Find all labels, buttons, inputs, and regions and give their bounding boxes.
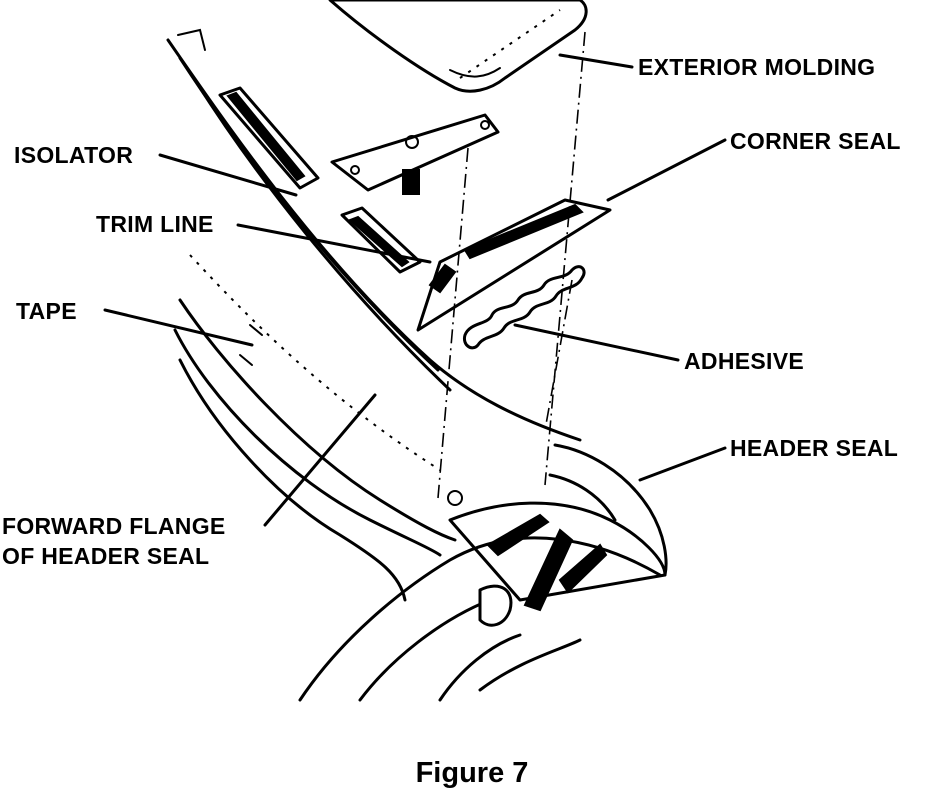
- label-tape: TAPE: [16, 298, 77, 324]
- alignment-lines: [437, 31, 586, 499]
- label-header-seal: HEADER SEAL: [730, 435, 899, 461]
- leader-isolator: [158, 153, 298, 197]
- exterior-molding-part: [328, 0, 588, 93]
- leader-header-seal: [638, 446, 727, 482]
- figure-caption: Figure 7: [415, 757, 529, 789]
- leader-arrows: [103, 53, 727, 527]
- leader-tape: [103, 308, 254, 347]
- pillar-body: [166, 28, 582, 602]
- label-corner-seal: CORNER SEAL: [730, 128, 901, 154]
- adhesive-bead-part: [462, 265, 586, 350]
- leader-adhesive: [513, 323, 680, 362]
- label-forward-flange-line2: OF HEADER SEAL: [2, 543, 210, 569]
- label-forward-flange-line1: FORWARD FLANGE: [2, 513, 226, 539]
- fastener-hole: [447, 490, 463, 506]
- label-adhesive: ADHESIVE: [684, 348, 804, 374]
- leader-trim-line: [236, 223, 432, 264]
- corner-seal-part: [416, 198, 612, 332]
- mounting-bracket-part: [330, 113, 500, 195]
- leader-corner-seal: [606, 138, 727, 202]
- leader-forward-flange: [263, 393, 377, 527]
- label-isolator: ISOLATOR: [14, 142, 134, 168]
- label-exterior-molding: EXTERIOR MOLDING: [638, 54, 876, 80]
- leader-exterior-molding: [558, 53, 634, 69]
- header-seal-part: [298, 443, 668, 702]
- label-trim-line: TRIM LINE: [96, 211, 214, 237]
